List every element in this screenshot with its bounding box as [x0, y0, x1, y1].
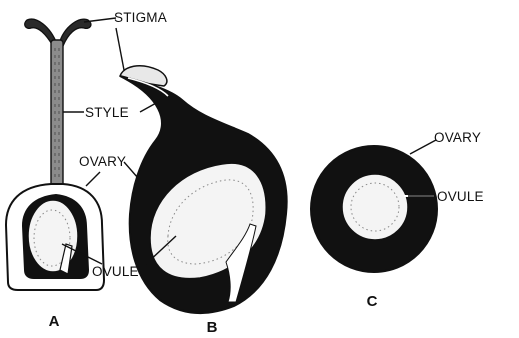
leader-ovary-b [124, 162, 138, 178]
leader-ovary-c [410, 140, 436, 154]
leader-stigma-b [116, 28, 124, 70]
ovule-c [342, 174, 408, 240]
figure-b-ovary [120, 66, 287, 313]
label-style: STYLE [85, 105, 129, 120]
ovule-a [28, 200, 78, 272]
label-ovule-a: OVULE [92, 264, 139, 279]
figure-c-cross-section [311, 146, 437, 272]
leader-ovary-a [86, 172, 100, 186]
leader-style-b [140, 102, 158, 112]
caption-a: A [49, 313, 60, 330]
label-ovary-c: OVARY [434, 130, 481, 145]
stigma-a-right [59, 19, 91, 46]
caption-b: B [207, 319, 218, 336]
caption-c: C [367, 293, 378, 310]
label-stigma: STIGMA [114, 10, 167, 25]
label-ovary-a: OVARY [79, 154, 126, 169]
style-a [51, 40, 63, 188]
label-ovule-c: OVULE [437, 189, 484, 204]
